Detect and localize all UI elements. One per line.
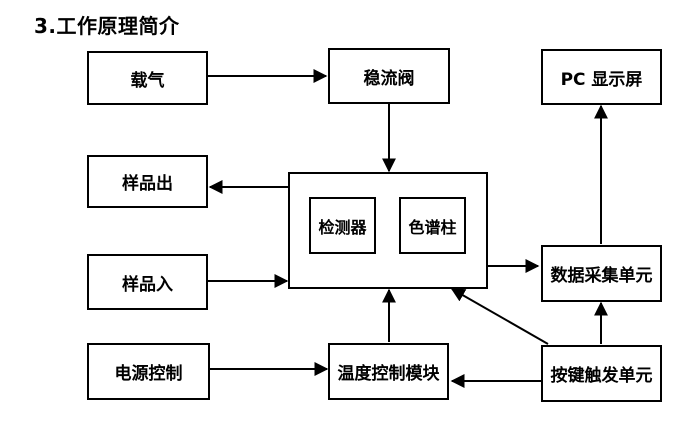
data-acquisition-label: 数据采集单元	[550, 266, 653, 286]
key-trigger-block: 按键触发单元	[541, 345, 662, 402]
key-trigger-label: 按键触发单元	[550, 366, 653, 386]
carrier-gas-label: 载气	[130, 70, 165, 91]
detector-label: 检测器	[318, 217, 367, 237]
temperature-control-block: 温度控制模块	[328, 343, 449, 400]
carrier-gas-block: 载气	[87, 51, 208, 105]
pc-display-label: PC 显示屏	[560, 69, 643, 90]
column-label: 色谱柱	[408, 217, 457, 237]
pc-display-block: PC 显示屏	[541, 49, 662, 105]
column-block: 色谱柱	[399, 197, 466, 254]
sample-in-label: 样品入	[122, 274, 173, 295]
page-title: 3.工作原理简介	[34, 14, 180, 38]
temperature-control-label: 温度控制模块	[337, 364, 440, 384]
sample-out-block: 样品出	[87, 155, 208, 208]
regulator-valve-label: 稳流阀	[363, 68, 415, 89]
sample-in-block: 样品入	[87, 254, 208, 310]
power-control-label: 电源控制	[114, 364, 183, 384]
data-acquisition-block: 数据采集单元	[541, 245, 662, 302]
sample-out-label: 样品出	[122, 174, 173, 194]
detector-block: 检测器	[309, 197, 376, 254]
arrow-key-to-center	[450, 288, 549, 345]
power-control-block: 电源控制	[87, 343, 210, 400]
regulator-valve-block: 稳流阀	[328, 48, 450, 104]
